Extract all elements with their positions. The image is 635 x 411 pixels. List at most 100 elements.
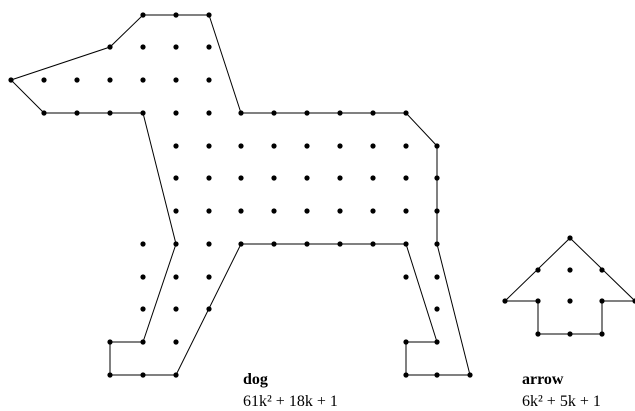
lattice-point [370,241,376,247]
lattice-point [434,306,440,312]
lattice-point [434,175,440,181]
lattice-point [206,12,212,18]
lattice-point [173,241,179,247]
lattice-point [206,110,212,116]
lattice-point [206,241,212,247]
lattice-point [271,241,277,247]
lattice-point [107,372,113,378]
lattice-point [206,175,212,181]
lattice-point [107,110,113,116]
lattice-point [304,110,310,116]
lattice-point [140,274,146,280]
lattice-point [140,44,146,50]
lattice-point [304,241,310,247]
lattice-point [567,298,573,304]
lattice-point [238,241,244,247]
lattice-point [206,274,212,280]
lattice-point [41,77,47,83]
arrow-figure [502,235,635,337]
lattice-point [337,208,343,214]
lattice-point [304,143,310,149]
lattice-point [403,241,409,247]
lattice-point [238,208,244,214]
lattice-point [567,235,573,241]
dog-outline [10,14,471,376]
lattice-point [271,143,277,149]
lattice-point [140,306,146,312]
lattice-point [173,274,179,280]
lattice-point [107,44,113,50]
lattice-point [403,274,409,280]
lattice-point [599,267,605,273]
lattice-point [238,143,244,149]
lattice-point [434,143,440,149]
lattice-point [238,175,244,181]
dog-lattice-points [8,12,473,378]
lattice-point [140,77,146,83]
arrow-lattice-points [502,235,635,337]
lattice-point [206,143,212,149]
lattice-point [370,208,376,214]
lattice-point [337,241,343,247]
lattice-point [535,331,541,337]
lattice-point [173,306,179,312]
lattice-point [140,339,146,345]
lattice-point [140,12,146,18]
lattice-point [337,143,343,149]
lattice-point [403,175,409,181]
lattice-point [8,77,14,83]
lattice-point [140,241,146,247]
lattice-point [238,110,244,116]
lattice-point [173,372,179,378]
arrow-formula-label: 6k² + 5k + 1 [522,393,601,410]
lattice-point [173,208,179,214]
lattice-point [535,267,541,273]
lattice-point [206,77,212,83]
lattice-point [434,241,440,247]
lattice-point [107,77,113,83]
lattice-point [304,175,310,181]
lattice-point [567,331,573,337]
lattice-point [403,143,409,149]
lattice-point [403,372,409,378]
lattice-point [173,77,179,83]
lattice-point [206,306,212,312]
lattice-point [41,110,47,116]
lattice-point [370,110,376,116]
lattice-point [173,339,179,345]
lattice-point [206,44,212,50]
lattice-point [502,298,508,304]
dog-figure [8,12,473,378]
lattice-point [74,77,80,83]
lattice-point [271,110,277,116]
lattice-point [337,110,343,116]
lattice-point [403,110,409,116]
lattice-point [370,175,376,181]
lattice-point [271,175,277,181]
lattice-point [173,143,179,149]
lattice-point [434,372,440,378]
lattice-point [467,372,473,378]
lattice-point [173,44,179,50]
lattice-point [140,110,146,116]
lattice-point [173,110,179,116]
arrow-name-label: arrow [522,371,564,388]
lattice-point [535,298,541,304]
lattice-point [403,208,409,214]
lattice-point [206,208,212,214]
lattice-point [599,298,605,304]
lattice-point [403,339,409,345]
lattice-point [567,267,573,273]
lattice-point [632,298,635,304]
dog-name-label: dog [243,371,268,388]
lattice-point [173,12,179,18]
lattice-point [304,208,310,214]
lattice-point [370,143,376,149]
lattice-point [599,331,605,337]
dog-formula-label: 61k² + 18k + 1 [243,393,338,410]
lattice-point [107,339,113,345]
lattice-point [74,110,80,116]
lattice-point [337,175,343,181]
lattice-point [271,208,277,214]
